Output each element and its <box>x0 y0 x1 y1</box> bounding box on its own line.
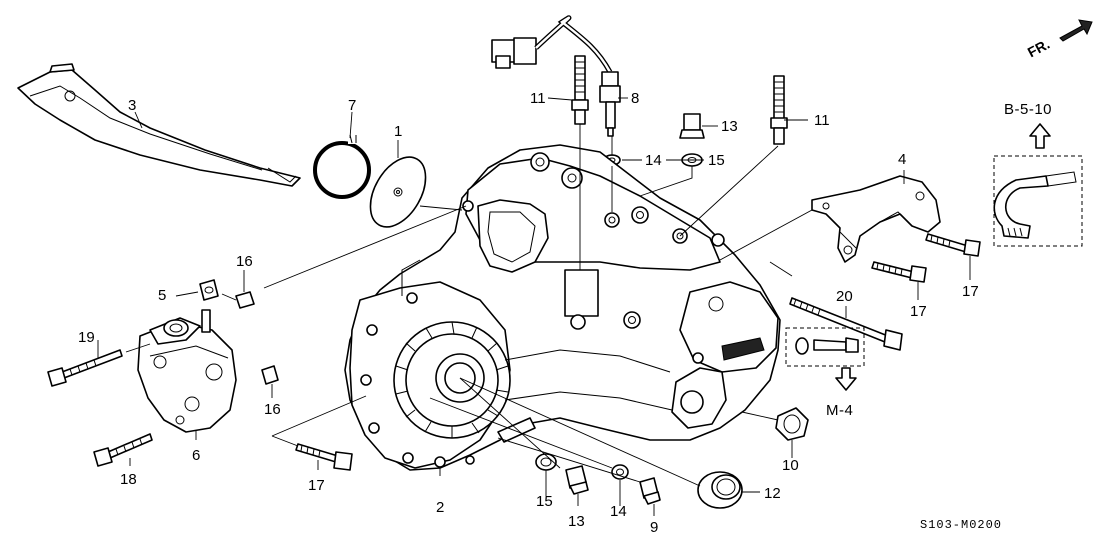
part-13-plug-top <box>679 113 705 139</box>
callout-17-middle: 17 <box>910 303 927 320</box>
part-1-disc <box>369 156 427 228</box>
part-5-pin <box>199 279 219 301</box>
part-3-bracket <box>17 63 301 187</box>
callout-19: 19 <box>78 329 95 346</box>
callout-3: 3 <box>128 97 136 114</box>
part-17-bolt-right-b <box>925 233 981 257</box>
part-16-dowel-top <box>235 291 255 309</box>
callout-15-bottom: 15 <box>536 493 553 510</box>
bell-housing-ribs <box>395 321 509 438</box>
callout-8: 8 <box>631 90 639 107</box>
part-6-shift-housing <box>137 309 237 433</box>
callout-18: 18 <box>120 471 137 488</box>
callout-13-top: 13 <box>721 118 738 135</box>
callout-13-bottom: 13 <box>568 513 585 530</box>
callout-11-left: 11 <box>530 90 546 107</box>
callout-7: 7 <box>348 97 356 114</box>
front-arrow-icon <box>1059 19 1093 42</box>
part-16-dowel-bottom <box>261 365 279 385</box>
diagram-code: S103-M0200 <box>920 518 1002 532</box>
front-direction-indicator: FR. <box>1025 19 1093 61</box>
part-17-bolt-right-a <box>871 261 927 283</box>
part-12-oil-seal <box>697 471 743 509</box>
callout-10: 10 <box>782 457 799 474</box>
part-14-washer-bottom <box>611 464 629 480</box>
part-10-plug <box>775 407 809 441</box>
callout-20: 20 <box>836 288 853 305</box>
part-17-bolt-bottom <box>295 443 353 471</box>
part-9-plug <box>639 477 661 505</box>
callout-16-bottom: 16 <box>264 401 281 418</box>
callout-2: 2 <box>436 499 444 516</box>
reference-m-4: M-4 <box>826 402 853 419</box>
part-19-bolt <box>47 349 123 387</box>
callout-5: 5 <box>158 287 166 304</box>
callout-1: 1 <box>394 123 402 140</box>
part-4-bracket <box>811 175 941 263</box>
part-7-snap-ring <box>313 134 371 199</box>
part-11-stud-left <box>571 55 589 125</box>
leader-lines <box>97 97 971 516</box>
callout-11-right: 11 <box>814 112 830 129</box>
callout-9: 9 <box>650 519 658 536</box>
callout-12: 12 <box>764 485 781 502</box>
part-11-stud-right <box>770 75 788 145</box>
part-8-speed-sensor <box>491 15 621 137</box>
part-18-bolt <box>93 433 153 467</box>
reference-b-5-10: B-5-10 <box>1004 101 1052 118</box>
part-2-transmission-case <box>344 144 781 471</box>
callout-17-bottom: 17 <box>308 477 325 494</box>
callout-14-top: 14 <box>645 152 662 169</box>
callout-4: 4 <box>898 151 906 168</box>
detail-b-5-10 <box>993 155 1083 247</box>
callout-6: 6 <box>192 447 200 464</box>
detail-m-4 <box>785 327 865 367</box>
callout-14-bottom: 14 <box>610 503 627 520</box>
front-label: FR. <box>1025 36 1052 61</box>
up-arrow-b-5-10 <box>1029 123 1051 149</box>
callout-15-top: 15 <box>708 152 725 169</box>
part-13-plug-bottom <box>565 465 589 495</box>
callout-labels: 3 7 1 11 8 13 11 14 15 4 B-5-10 5 16 19 … <box>78 90 1052 536</box>
down-arrow-m-4 <box>835 367 857 391</box>
callout-17-right: 17 <box>962 283 979 300</box>
callout-16-top: 16 <box>236 253 253 270</box>
